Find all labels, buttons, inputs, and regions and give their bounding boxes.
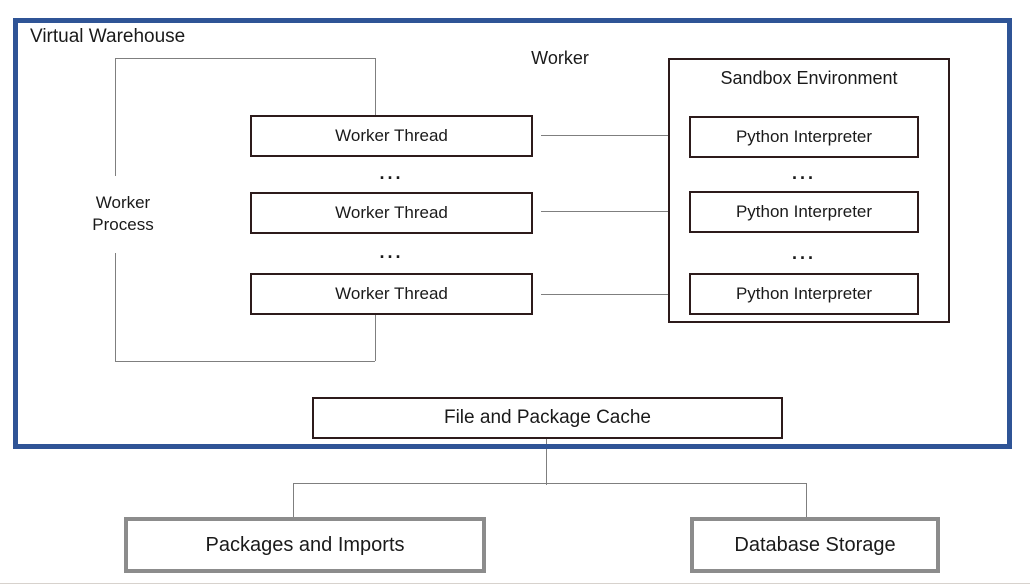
worker-threads-ellipsis: ... — [379, 242, 404, 262]
python-interpreter-label: Python Interpreter — [735, 202, 873, 221]
worker-process-bracket-right-lower — [375, 315, 376, 361]
worker-process-bracket-left-upper — [115, 58, 116, 176]
worker-process-bracket-bottom — [115, 361, 375, 362]
bottom-edge-line — [0, 583, 1030, 584]
worker-process-label: Worker Process — [92, 193, 154, 234]
database-storage-box: Database Storage — [690, 517, 940, 573]
file-package-cache-label: File and Package Cache — [443, 407, 651, 428]
python-interpreter-label: Python Interpreter — [735, 127, 873, 146]
interpreters-ellipsis: ... — [791, 243, 816, 263]
python-interpreter-box: Python Interpreter — [689, 273, 919, 315]
worker-thread-box: Worker Thread — [250, 192, 533, 234]
storage-connector-horizontal — [293, 483, 806, 484]
worker-threads-ellipsis: ... — [379, 163, 404, 183]
worker-thread-label: Worker Thread — [335, 203, 448, 222]
worker-group-label: Worker — [531, 48, 589, 68]
worker-thread-label: Worker Thread — [335, 284, 448, 303]
packages-imports-label: Packages and Imports — [205, 533, 405, 556]
python-interpreter-box: Python Interpreter — [689, 116, 919, 158]
arrow-shaft — [541, 211, 680, 212]
storage-connector-left-drop — [293, 483, 294, 518]
worker-thread-box: Worker Thread — [250, 115, 533, 157]
packages-imports-box: Packages and Imports — [124, 517, 486, 573]
virtual-warehouse-title: Virtual Warehouse — [30, 26, 186, 47]
storage-connector-right-drop — [806, 483, 807, 518]
cache-to-storage-stem-line — [546, 439, 547, 485]
worker-process-bracket-left-lower — [115, 253, 116, 362]
python-interpreter-box: Python Interpreter — [689, 191, 919, 233]
worker-thread-label: Worker Thread — [335, 126, 448, 145]
worker-to-interpreter-arrow — [541, 130, 689, 142]
arrow-shaft — [541, 294, 680, 295]
worker-process-bracket-top — [115, 58, 375, 59]
file-package-cache-box: File and Package Cache — [312, 397, 783, 439]
database-storage-label: Database Storage — [734, 533, 896, 556]
worker-thread-box: Worker Thread — [250, 273, 533, 315]
interpreters-ellipsis: ... — [791, 163, 816, 183]
python-interpreter-label: Python Interpreter — [735, 284, 873, 303]
worker-to-interpreter-arrow — [541, 289, 689, 301]
worker-process-bracket-right-upper — [375, 58, 376, 115]
sandbox-environment-title: Sandbox Environment — [720, 68, 898, 88]
worker-to-interpreter-arrow — [541, 206, 689, 218]
arrow-shaft — [541, 135, 680, 136]
